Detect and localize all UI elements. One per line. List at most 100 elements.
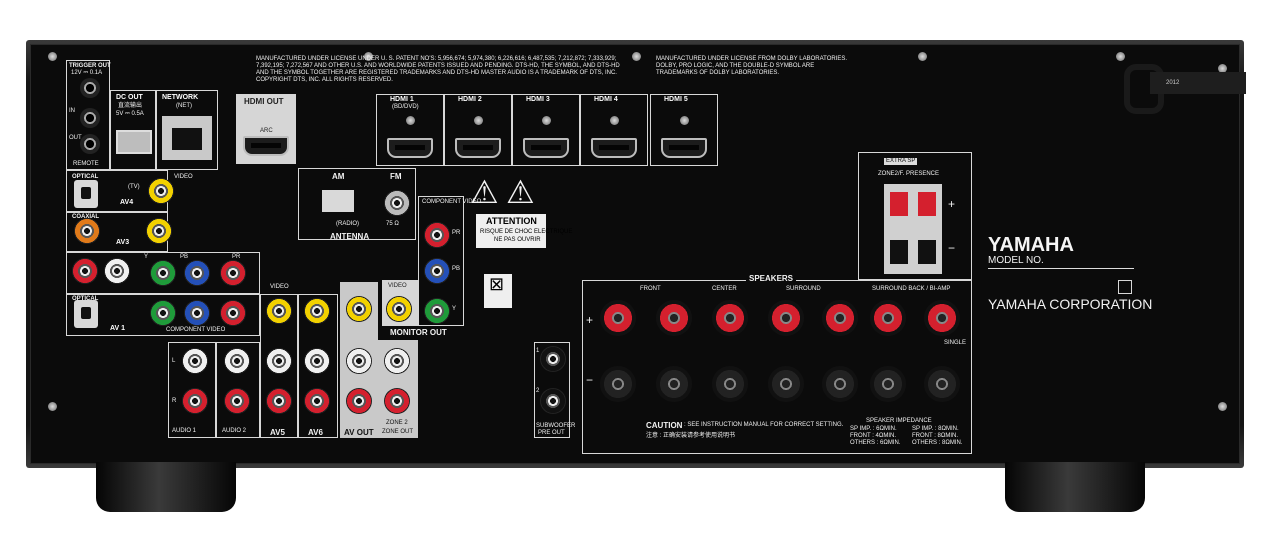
- audio1-r-jack[interactable]: [182, 388, 208, 414]
- speaker-minus-terminal[interactable]: [822, 366, 858, 402]
- av2-audio-l-jack[interactable]: [104, 258, 130, 284]
- component-pb-jack[interactable]: [184, 260, 210, 286]
- hdmi-input-port[interactable]: [523, 138, 569, 158]
- av-out-l-jack[interactable]: [346, 348, 372, 374]
- usb-dc-port[interactable]: [116, 130, 152, 154]
- screw: [1116, 52, 1125, 61]
- trigger-spec: 12V ⎓ 0.1A: [71, 70, 103, 76]
- component-video-label: COMPONENT VIDEO: [166, 327, 226, 333]
- speaker-minus-terminal[interactable]: [870, 366, 906, 402]
- av3-video-jack[interactable]: [146, 218, 172, 244]
- fm-antenna-jack[interactable]: [384, 190, 410, 216]
- av1-pb-jack[interactable]: [184, 300, 210, 326]
- speaker-minus-terminal[interactable]: [712, 366, 748, 402]
- speaker-plus-terminal[interactable]: [822, 300, 858, 336]
- audio2-label: AUDIO 2: [222, 428, 247, 434]
- speaker-plus-terminal[interactable]: [768, 300, 804, 336]
- zone-out-l-jack[interactable]: [384, 348, 410, 374]
- screw: [1218, 402, 1227, 411]
- screw: [918, 52, 927, 61]
- component-y-jack[interactable]: [150, 260, 176, 286]
- extra-sp-l-minus[interactable]: [918, 240, 936, 264]
- hdmi-input-port[interactable]: [591, 138, 637, 158]
- hdmi-screw: [474, 116, 483, 125]
- subwoofer2-jack[interactable]: [540, 388, 566, 414]
- monitor-pr-jack[interactable]: [424, 222, 450, 248]
- hdmi-input-port[interactable]: [387, 138, 433, 158]
- av1-box: [66, 294, 260, 336]
- hdmi-input-label: HDMI 1: [390, 96, 414, 103]
- av5-box: [260, 294, 298, 438]
- av3-coaxial-jack[interactable]: [74, 218, 100, 244]
- av5-video-jack[interactable]: [266, 298, 292, 324]
- av5-r-jack[interactable]: [266, 388, 292, 414]
- audio1-l-jack[interactable]: [182, 348, 208, 374]
- component-pr-jack[interactable]: [220, 260, 246, 286]
- hdmi-input-sub: (BD/DVD): [392, 104, 419, 110]
- hdmi-input-port[interactable]: [661, 138, 707, 158]
- speaker-plus-terminal[interactable]: [924, 300, 960, 336]
- av6-video-jack[interactable]: [304, 298, 330, 324]
- speaker-plus-terminal[interactable]: [870, 300, 906, 336]
- optical-tv-port[interactable]: [74, 180, 98, 208]
- av6-r-jack[interactable]: [304, 388, 330, 414]
- speaker-minus-terminal[interactable]: [656, 366, 692, 402]
- av1-pr-jack[interactable]: [220, 300, 246, 326]
- monitor-video-label: VIDEO: [388, 283, 407, 289]
- attention-line2: NE PAS OUVRIR: [494, 237, 541, 243]
- left-foot: [96, 462, 236, 512]
- audio2-l-jack[interactable]: [224, 348, 250, 374]
- caution-label: CAUTION: [646, 421, 683, 430]
- av5-label: AV5: [270, 428, 285, 437]
- av-out-video-jack[interactable]: [346, 296, 372, 322]
- av2-audio-r-jack[interactable]: [72, 258, 98, 284]
- speaker-minus-terminal[interactable]: [600, 366, 636, 402]
- speaker-minus-terminal[interactable]: [924, 366, 960, 402]
- tv-label: (TV): [128, 184, 140, 190]
- av-out-label: AV OUT: [344, 428, 374, 437]
- av5-l-jack[interactable]: [266, 348, 292, 374]
- speaker-plus-terminal[interactable]: [600, 300, 636, 336]
- right-foot: [1005, 462, 1145, 512]
- av1-optical-port[interactable]: [74, 300, 98, 328]
- audio2-box: [216, 342, 260, 438]
- subwoofer1-jack[interactable]: [540, 346, 566, 372]
- monitor-pb-jack[interactable]: [424, 258, 450, 284]
- speaker-minus-terminal[interactable]: [768, 366, 804, 402]
- component-monitor-box: [418, 196, 464, 326]
- model-underline: [988, 268, 1134, 269]
- pb-label: PB: [180, 254, 189, 260]
- extra-sp-l-plus[interactable]: [918, 192, 936, 216]
- zone-out-label: ZONE OUT: [382, 429, 413, 435]
- av3-label: AV3: [116, 239, 130, 246]
- av1-y-jack[interactable]: [150, 300, 176, 326]
- remote-in-jack[interactable]: [80, 108, 100, 128]
- am-antenna-terminal[interactable]: [322, 190, 354, 212]
- monitor-video-jack[interactable]: [386, 296, 412, 322]
- impedance-left-line: SP IMP. : 6ΩMIN.: [850, 426, 897, 432]
- zone2-presence-label: ZONE2/F. PRESENCE: [878, 171, 940, 177]
- surround-label: SURROUND: [786, 286, 821, 292]
- trigger-out-jack[interactable]: [80, 78, 100, 98]
- monitor-y-label: Y: [452, 306, 457, 312]
- impedance-title: SPEAKER IMPEDANCE: [866, 418, 932, 424]
- hdmi-out-port[interactable]: [243, 136, 289, 156]
- zone-out-r-jack[interactable]: [384, 388, 410, 414]
- hdmi-out-label: HDMI OUT: [244, 97, 284, 106]
- impedance-right-line: SP IMP. : 8ΩMIN.: [912, 426, 959, 432]
- dc-out-jp: 直流输出: [118, 103, 143, 109]
- monitor-y-jack[interactable]: [424, 298, 450, 324]
- hdmi-input-port[interactable]: [455, 138, 501, 158]
- av6-l-jack[interactable]: [304, 348, 330, 374]
- remote-out-jack[interactable]: [80, 134, 100, 154]
- av4-video-jack[interactable]: [148, 178, 174, 204]
- av-out-r-jack[interactable]: [346, 388, 372, 414]
- audio2-r-jack[interactable]: [224, 388, 250, 414]
- extra-sp-r-plus[interactable]: [890, 192, 908, 216]
- extra-sp-r-minus[interactable]: [890, 240, 908, 264]
- power-cable: [1150, 72, 1246, 94]
- speakers-title: SPEAKERS: [746, 274, 797, 283]
- speaker-plus-terminal[interactable]: [712, 300, 748, 336]
- speaker-plus-terminal[interactable]: [656, 300, 692, 336]
- attention-title: ATTENTION: [486, 216, 537, 226]
